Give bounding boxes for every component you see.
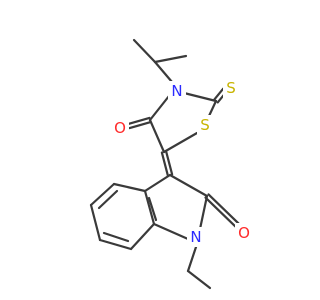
bond-n-to-carbonyl-carbon (148, 94, 171, 122)
bond-thione-carbon-to-s-ring (207, 99, 218, 118)
atom-n-thiazolidine: N (168, 81, 186, 101)
bond-exocyclic-double (165, 150, 174, 176)
bond-thiazolidine-carbonyl-double (128, 121, 152, 130)
atom-label-o-thiazolidine: O (114, 119, 126, 137)
atom-label-o-indolinone: O (238, 224, 250, 242)
bond-indolinone-carbonyl-double (204, 196, 237, 228)
bond-ethyl-ch2-to-ch3 (186, 269, 212, 290)
bond-c4-to-c5 (89, 182, 116, 207)
bond-c5-to-c6 (89, 203, 102, 242)
bond-c3a-to-c7a (143, 189, 156, 226)
bond-carbonyl-carbon-to-ylidene (148, 118, 166, 154)
label-background (187, 227, 205, 247)
bond-ylidene-to-s-ring (162, 131, 199, 154)
bond-c3a-to-c4 (112, 182, 147, 193)
bond-c7-to-c7a (129, 222, 156, 251)
atom-labels: S S N O O N (111, 78, 253, 247)
atom-label-n-thiazolidine: N (171, 82, 182, 100)
label-background (168, 81, 186, 101)
bond-aromatic-inner-c6-c7 (102, 231, 130, 243)
molecule-structure-diagram: S S N O O N (89, 38, 253, 290)
bond-indolinone-carbonyl-double (207, 193, 240, 225)
atom-n-indolinone: N (187, 227, 205, 247)
bond-n-to-c7a (152, 222, 190, 241)
bond-aromatic-inner-c4-c5 (97, 189, 119, 210)
label-background (235, 223, 253, 243)
atom-o-indolinone: O (235, 223, 253, 243)
bond-aromatic-inner-c3a-c7a (147, 196, 158, 222)
bond-thiazolidine-carbonyl-double (127, 116, 151, 125)
bond-c6-to-c7 (98, 238, 133, 251)
label-background (223, 78, 239, 98)
bond-indoline-c3-to-c3a (143, 173, 172, 193)
label-background (197, 115, 213, 135)
atom-o-thiazolidine: O (111, 118, 129, 138)
bond-n-to-thione-carbon (182, 91, 218, 103)
bond-isopropyl-ch3-right (153, 54, 188, 64)
bond-exocyclic-double (160, 151, 169, 177)
atom-label-s-ring: S (200, 116, 210, 134)
atom-s-ring: S (197, 115, 213, 135)
bond-thione-double (213, 87, 225, 101)
bond-n-to-ethyl-ch2 (186, 245, 198, 273)
bond-lines (89, 38, 240, 290)
bond-isopropyl-ch3-left (132, 38, 157, 64)
bond-indoline-c3-to-c2 (168, 173, 209, 198)
atom-label-n-indolinone: N (190, 228, 201, 246)
bond-isopropyl-to-n (153, 60, 174, 84)
atom-s-thione: S (223, 78, 239, 98)
bond-c2-to-n (198, 194, 209, 231)
atom-label-s-thione: S (226, 79, 236, 97)
label-background (111, 118, 129, 138)
